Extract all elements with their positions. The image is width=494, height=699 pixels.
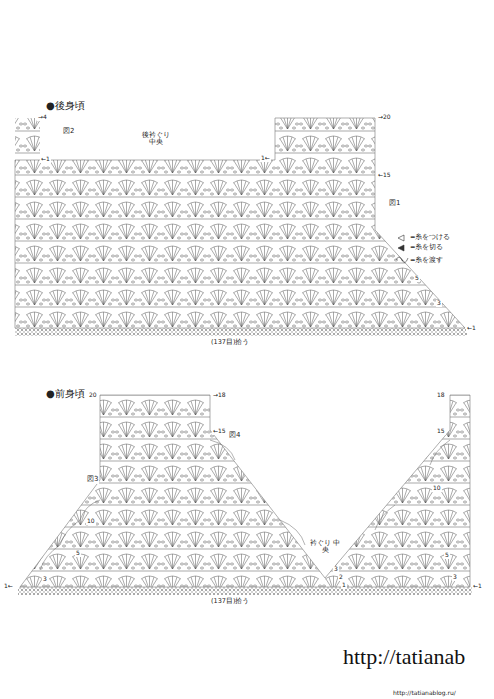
row-label: 18 bbox=[436, 392, 446, 399]
row-label: 3 bbox=[333, 566, 339, 573]
section-heading: ●前身頃 bbox=[45, 388, 86, 399]
row-label: 20 bbox=[88, 392, 98, 399]
row-label: 図2 bbox=[62, 128, 75, 136]
back-body bbox=[0, 100, 494, 340]
row-label: ←15 bbox=[212, 428, 227, 435]
row-label: 1 bbox=[341, 582, 347, 589]
row-label: 衿ぐり 中央 bbox=[308, 540, 342, 554]
row-label: 5 bbox=[414, 275, 420, 282]
legend-text: =糸を渡す bbox=[410, 257, 443, 264]
row-label: →20 bbox=[377, 114, 392, 121]
row-label: 図3 bbox=[86, 476, 99, 484]
row-label: ←1 bbox=[40, 156, 51, 163]
watermark: http://tatianablog.ru/ bbox=[392, 690, 457, 697]
row-label: ←15 bbox=[377, 172, 392, 179]
row-label: ←1 bbox=[472, 583, 483, 590]
row-label: 3 bbox=[452, 574, 458, 581]
row-label: 3 bbox=[42, 576, 48, 583]
row-label: 2 bbox=[338, 574, 344, 581]
legend-symbols bbox=[396, 235, 408, 263]
row-label: 5 bbox=[444, 552, 450, 559]
row-label: 図1 bbox=[388, 200, 401, 208]
row-label: ←1 bbox=[466, 325, 477, 332]
row-label: 15 bbox=[436, 428, 446, 435]
row-label: (137目)拾う bbox=[210, 339, 250, 346]
section-heading: ●後身頃 bbox=[45, 100, 86, 111]
row-label: →18 bbox=[212, 392, 227, 399]
row-label: 1← bbox=[260, 155, 271, 162]
legend-text: =糸を切る bbox=[410, 244, 443, 251]
row-label: 1← bbox=[3, 583, 14, 590]
row-label: 5 bbox=[75, 550, 81, 557]
row-label: 後衿ぐり 中央 bbox=[140, 132, 172, 146]
row-label: 3 bbox=[436, 300, 442, 307]
row-label: 10 bbox=[86, 518, 96, 525]
row-label: 10 bbox=[432, 485, 442, 492]
row-label: (137目)拾う bbox=[210, 598, 250, 605]
front-body bbox=[0, 390, 494, 595]
row-label: →4 bbox=[37, 114, 48, 121]
legend-text: =糸をつける bbox=[410, 234, 450, 241]
watermark: http://tatianab bbox=[342, 645, 466, 669]
row-label: 図4 bbox=[228, 432, 241, 440]
